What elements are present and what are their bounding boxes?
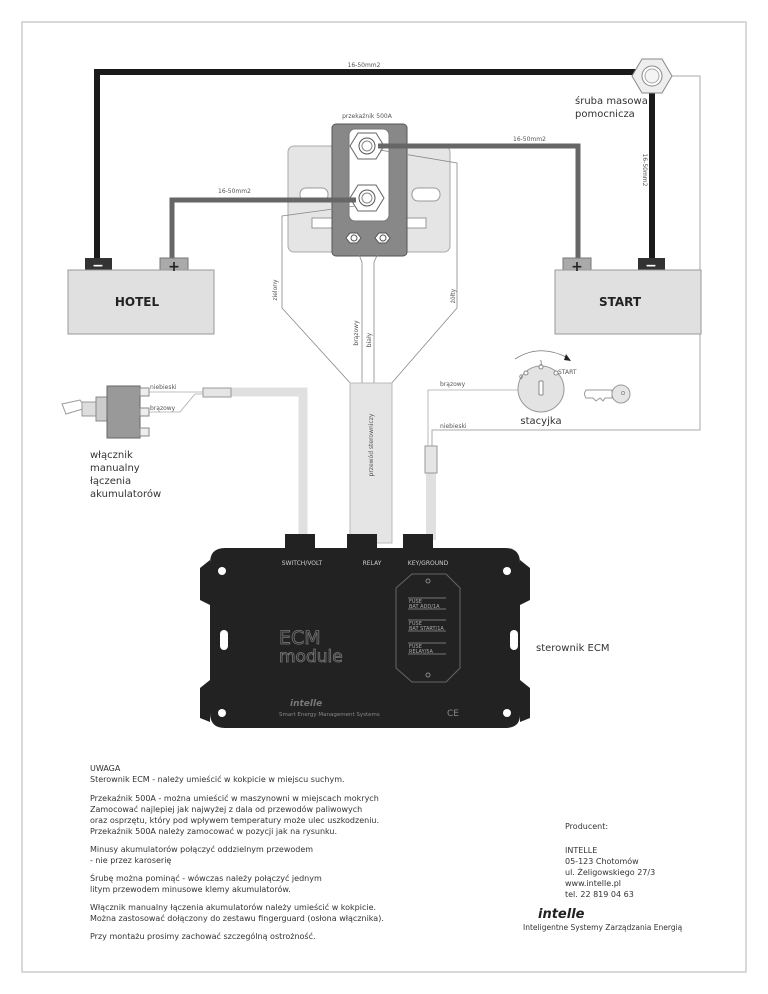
cable-label-top: 16-50mm2 [348,62,381,69]
svg-text:FUSE: FUSE [409,644,422,650]
svg-text:BAT START/1A: BAT START/1A [409,626,444,632]
cable-hotel-minus [94,69,636,262]
fuse-bat-start: FUSE BAT START/1A [408,619,446,632]
ce-mark: CE [447,709,459,719]
intelle-logo: intelle [538,907,585,922]
ignition-pos-0: 0 [519,374,523,381]
switch-wire-brown-label: brązowy [150,405,176,412]
key-icon [584,384,631,404]
relay-coil-nuts [345,232,391,244]
control-cable-label: przewód sterowniczy [368,413,375,476]
battery-hotel-minus: − [92,258,104,274]
fuse-bat-add: FUSE BAT ADD/1A [408,597,446,610]
ecm-port-switch-volt: SWITCH/VOLT [282,560,323,567]
svg-text:ul. Żeligowskiego 27/3: ul. Żeligowskiego 27/3 [565,867,655,877]
relay-terminal-bottom [349,184,385,212]
svg-text:litym przewodem minusowe klemy: litym przewodem minusowe klemy akumulato… [90,884,291,894]
wire-label-brown: brązowy [353,320,360,346]
wire-label-green: zielony [272,279,279,301]
svg-text:Zamocować najlepiej jak najwyż: Zamocować najlepiej jak najwyżej z dala … [90,804,362,814]
cable-relay-hotel-plus [169,197,356,262]
page-frame [21,21,747,973]
cable-label-right: 16-50mm2 [641,154,648,187]
ecm-logo: intelle [290,699,322,709]
producer-info: Producent: INTELLE 05-123 Chotomów ul. Ż… [565,822,655,899]
ignition-label: stacyjka [520,416,561,427]
ecm-title-2: module [279,647,343,667]
svg-text:FUSE: FUSE [409,621,422,627]
wire-brown [353,242,363,385]
svg-text:akumulatorów: akumulatorów [90,488,161,500]
battery-start-minus: − [645,258,657,274]
battery-start: + − START [554,257,702,335]
intelle-tagline: Inteligentne Systemy Zarządzania Energią [523,923,683,932]
bolt-label-1: śruba masowa [575,95,648,107]
fuse-relay: FUSE RELAY/5A [408,642,446,655]
ecm-port-key-ground: KEY/GROUND [408,560,449,567]
svg-text:Sterownik ECM - należy umieści: Sterownik ECM - należy umieścić w kokpic… [90,774,345,784]
svg-text:www.intelle.pl: www.intelle.pl [565,879,621,888]
relay-terminal-top [349,132,385,160]
wire-green [281,205,356,386]
ecm-tagline: Smart Energy Management Systems [279,712,380,718]
ecm-caption: sterownik ECM [536,643,610,654]
ecm-title-1: ECM [279,627,321,649]
svg-text:Można zastosować dołączony do: Można zastosować dołączony do zestawu fi… [90,913,384,923]
battery-start-plus: + [571,259,583,275]
wire-yellow [379,149,458,386]
cable-switch [230,387,308,538]
ignition-switch-icon [514,350,571,413]
svg-text:Śrubę można pominąć - wówczas: Śrubę można pominąć - wówczas należy poł… [90,872,322,883]
wire-white [373,242,384,385]
svg-text:INTELLE: INTELLE [565,846,597,855]
cable-key [426,472,436,540]
svg-text:05-123 Chotomów: 05-123 Chotomów [565,856,639,866]
switch-connector [202,387,232,398]
ecm-module: SWITCH/VOLT RELAY KEY/GROUND FUSE BAT AD… [200,534,530,728]
cable-label-relay-hotel: 16-50mm2 [218,188,251,195]
svg-text:Minusy akumulatorów połączyć o: Minusy akumulatorów połączyć oddzielnym … [90,844,313,854]
switch-wire-blue-label: niebieski [150,384,177,391]
svg-text:FUSE: FUSE [409,599,422,605]
svg-text:- nie przez karoserię: - nie przez karoserię [90,856,171,865]
relay-title: przekaźnik 500A [342,113,393,120]
svg-text:UWAGA: UWAGA [90,764,121,773]
svg-text:RELAY/5A: RELAY/5A [409,649,433,655]
control-cable [349,382,393,544]
svg-text:Przekaźnik 500A należy zamocow: Przekaźnik 500A należy zamocować w pozyc… [90,826,337,836]
ignition-pos-1: 1 [539,360,543,367]
installation-notes: UWAGA Sterownik ECM - należy umieścić w … [90,764,384,941]
key-wire-blue-label: niebieski [440,423,467,430]
battery-hotel: − + HOTEL [67,257,215,335]
cable-relay-start-plus [378,143,581,262]
battery-hotel-label: HOTEL [115,295,160,309]
svg-text:Przekaźnik 500A - można umieśc: Przekaźnik 500A - można umieścić w maszy… [90,793,379,803]
svg-text:Włącznik manualny łączenia aku: Włącznik manualny łączenia akumulatorów … [90,902,376,912]
manual-switch-caption: włącznik manualny łączenia akumulatorów [90,450,161,500]
battery-hotel-plus: + [168,259,180,275]
ground-bolt-icon [631,58,673,94]
battery-start-label: START [599,295,642,309]
svg-text:oraz osprzętu, który pod wpływ: oraz osprzętu, który pod wpływem tempera… [90,815,379,825]
fuse-panel [395,573,461,683]
key-wire-brown-label: brązowy [440,381,466,388]
svg-text:BAT ADD/1A: BAT ADD/1A [409,604,440,610]
ecm-port-relay: RELAY [363,560,382,567]
svg-text:włącznik: włącznik [90,450,133,461]
wire-key-brown [427,389,518,448]
svg-text:Przy montażu prosimy zachować: Przy montażu prosimy zachować szczególną… [90,931,316,941]
wire-key-blue [431,75,701,448]
svg-text:tel. 22 819 04 63: tel. 22 819 04 63 [565,890,634,899]
ignition-pos-start: START [558,369,577,376]
wire-label-white: biały [366,332,373,347]
wire-label-yellow: żółty [450,288,457,303]
svg-text:manualny: manualny [90,463,140,474]
svg-text:Producent:: Producent: [565,822,608,831]
bolt-label-2: pomocnicza [575,109,635,120]
key-connector [424,445,438,474]
manual-switch-icon [61,385,150,439]
cable-label-relay-start: 16-50mm2 [513,136,546,143]
svg-text:łączenia: łączenia [90,476,131,487]
